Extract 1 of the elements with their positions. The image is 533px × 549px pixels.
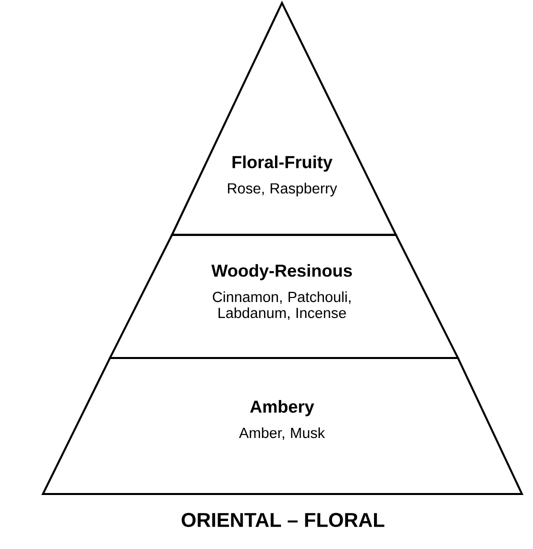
caption: ORIENTAL – FLORAL [182,512,384,527]
